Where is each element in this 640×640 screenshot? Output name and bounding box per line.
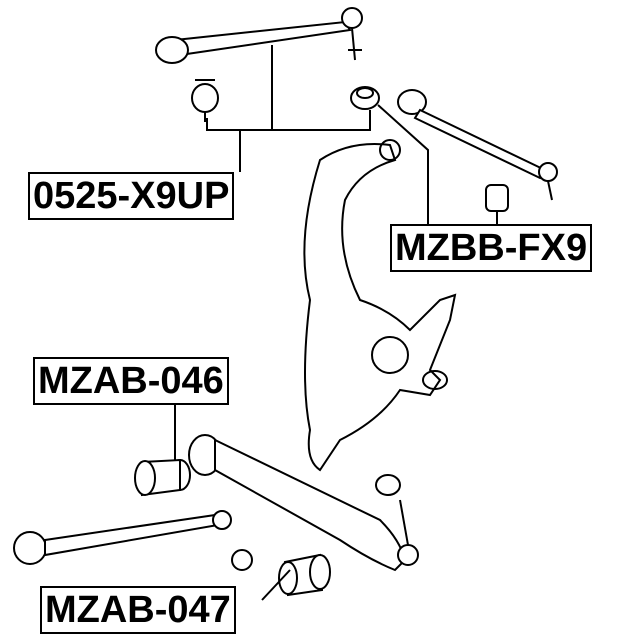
label-mzab-047: MZAB-047	[40, 586, 236, 634]
rear-upper-arm	[397, 89, 558, 201]
steering-knuckle	[303, 139, 457, 472]
upper-bushing-right	[350, 86, 380, 110]
label-0525-x9up: 0525-X9UP	[28, 172, 235, 220]
label-mzbb-fx9: MZBB-FX9	[390, 224, 593, 272]
front-lower-bushing-part	[134, 458, 191, 497]
rear-lower-bushing-part	[278, 553, 331, 597]
label-mzab-046: MZAB-046	[33, 357, 229, 405]
lateral-link	[13, 510, 253, 571]
upper-bushing-left	[191, 79, 219, 122]
knuckle-bushing-part	[485, 184, 509, 212]
upper-control-arm	[155, 7, 363, 64]
leader-lines	[174, 45, 498, 601]
lower-control-arm	[188, 434, 419, 572]
